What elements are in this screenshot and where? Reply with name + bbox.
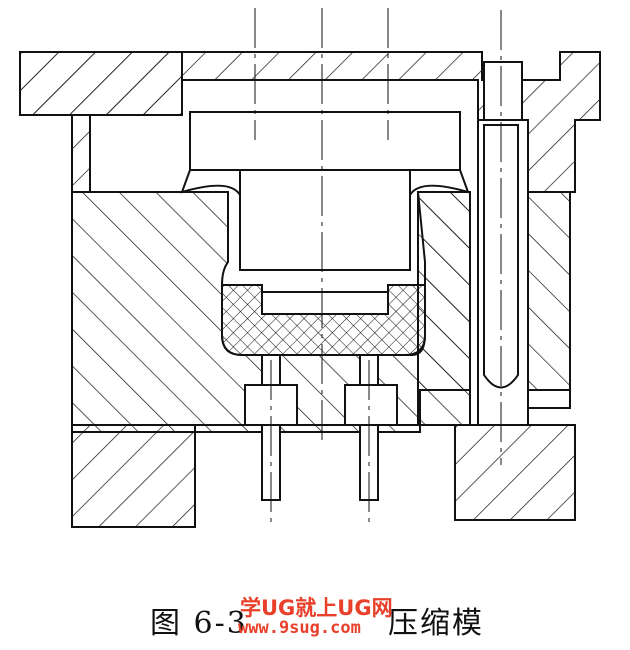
lower-plate-left (71, 424, 196, 528)
ejector-bushing-right (344, 384, 398, 426)
punch-fillet-right (409, 169, 470, 199)
figure-caption: 图 6-3 学UG就上UG网 www.9sug.com 压缩模 (0, 592, 630, 642)
inner-core (261, 291, 389, 315)
guide-pin (483, 61, 523, 121)
punch-shank (239, 169, 411, 271)
punch-fillet-left (180, 169, 241, 199)
compression-mold-diagram (19, 8, 601, 528)
punch-head (189, 111, 461, 171)
upper-plate-left (19, 51, 183, 193)
cavity-plate-far-right (527, 191, 571, 391)
lower-plate-right (454, 424, 576, 521)
right-bottom-block (527, 389, 571, 409)
molded-part (221, 284, 426, 356)
caption-suffix: 压缩模 (388, 606, 484, 641)
caption-prefix: 图 6-3 (150, 606, 248, 641)
watermark-line-2: www.9sug.com (238, 618, 361, 638)
watermark-line-1: 学UG就上UG网 (240, 596, 393, 620)
